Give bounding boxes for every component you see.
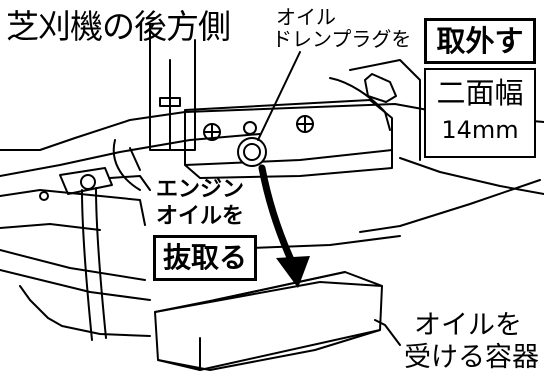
drain-plug-label-line-1: オイル: [276, 5, 336, 29]
wrench-size-box: 二面幅 14mm: [424, 68, 536, 158]
mounting-bracket: [184, 99, 393, 179]
engine-oil-label-line-2: オイルを: [156, 204, 245, 229]
engine-oil-label-line-1: エンジン: [156, 177, 245, 202]
engine-housing: [149, 23, 196, 151]
drain-action-label: 抜取る: [162, 241, 247, 274]
drain-plug-label-line-2: ドレンプラグを: [272, 27, 412, 51]
wrench-size-value: 14mm: [441, 116, 519, 144]
page-title: 芝刈機の後方側: [6, 7, 231, 46]
oil-drain-plug: [237, 137, 267, 167]
bolt-center: [243, 121, 257, 135]
drain-plug-label: オイル ドレンプラグを: [272, 6, 411, 50]
container-label-line-2: 受ける容器: [404, 342, 539, 373]
flow-arrow: [258, 164, 296, 266]
drain-plug-pointer: [257, 51, 301, 141]
engine-oil-label: エンジン オイルを: [156, 176, 244, 230]
flow-arrow-head: [276, 256, 310, 288]
drain-action-box: 抜取る: [153, 235, 257, 281]
container-label: オイルを 受ける容器: [404, 310, 539, 374]
container-label-line-1: オイルを: [414, 310, 522, 341]
left-hose: [81, 189, 93, 341]
remove-action-label: 取外す: [436, 23, 524, 58]
wrench-size-caption: 二面幅: [436, 76, 524, 110]
remove-action-box: 取外す: [424, 18, 536, 64]
